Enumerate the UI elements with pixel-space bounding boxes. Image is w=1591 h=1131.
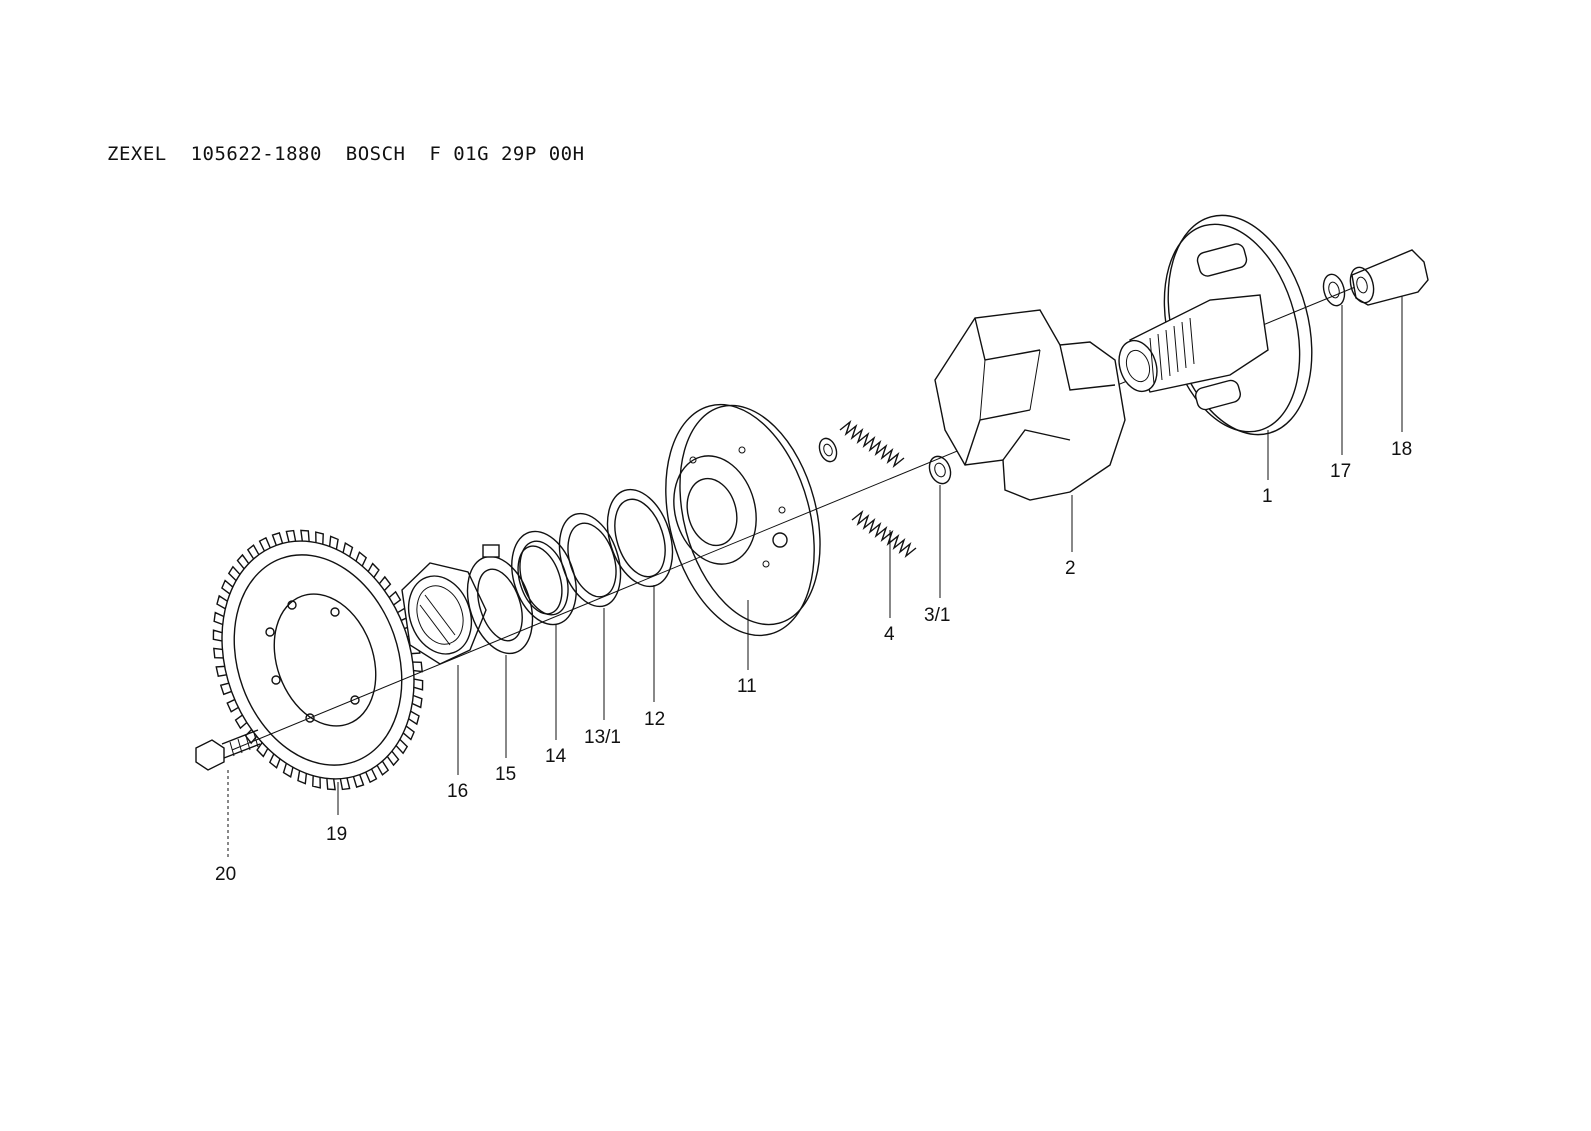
- label-part-14: 14: [545, 746, 567, 767]
- springs-4: [818, 419, 917, 559]
- bolt-20: [195, 729, 261, 771]
- label-part-17: 17: [1330, 461, 1351, 482]
- label-part-16: 16: [447, 781, 468, 802]
- tab-washer-15: [466, 544, 534, 655]
- label-part-1: 1: [1262, 486, 1273, 507]
- washer-3-1: [928, 455, 952, 485]
- label-part-20: 20: [215, 864, 236, 885]
- label-part-13-1: 13/1: [584, 727, 621, 748]
- sleeve-18: [1349, 249, 1429, 306]
- diagram-title: ZEXEL 105622-1880 BOSCH F 01G 29P 00H: [107, 143, 585, 165]
- hub-1: [1118, 214, 1313, 436]
- label-part-11: 11: [737, 676, 757, 697]
- flange-11: [665, 403, 821, 637]
- nut-16: [401, 562, 487, 665]
- label-part-19: 19: [326, 824, 347, 845]
- gear-19: [212, 529, 424, 791]
- washer-17: [1322, 273, 1346, 307]
- leader-lines: [227, 296, 1403, 858]
- label-part-3-1: 3/1: [924, 605, 950, 626]
- label-part-4: 4: [884, 624, 895, 645]
- label-part-18: 18: [1391, 439, 1412, 460]
- label-part-2: 2: [1065, 558, 1076, 579]
- gear-teeth-outline: [212, 529, 424, 791]
- label-part-15: 15: [495, 764, 516, 785]
- ring-14: [511, 530, 577, 626]
- label-part-12: 12: [644, 709, 665, 730]
- washer-12: [606, 488, 674, 588]
- coupling-2: [934, 309, 1126, 501]
